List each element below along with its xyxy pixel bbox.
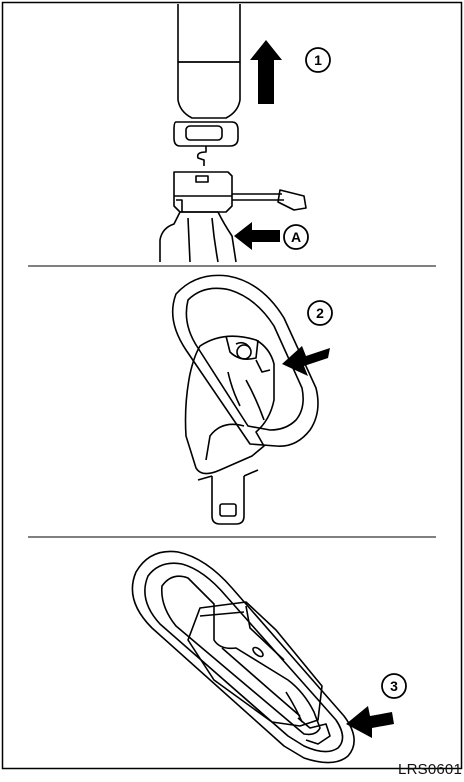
belt-strap [178,4,240,62]
anchor-tongue-body [186,336,275,473]
arrow-part-a [234,222,280,250]
figure-code-label: LRS0601 [398,761,462,778]
stowage-bezel-outer [132,551,354,762]
anchor-stowage-panel [132,551,354,762]
callout-part-a: A [284,225,308,249]
callout-step1-label: 1 [314,52,322,68]
strap-taper [178,62,240,118]
arrow-step1 [250,40,282,104]
arrow-step2 [282,346,330,376]
callout-step2-label: 2 [316,305,324,321]
stowage-bezel-inner [145,563,343,751]
callout-step3: 3 [382,674,406,698]
callout-step2: 2 [308,301,332,325]
tongue-hook [198,146,206,166]
buckle-base [160,212,236,262]
callout-step1: 1 [306,48,330,72]
callout-part-a-label: A [291,229,301,245]
buckle-release-panel [160,4,306,262]
anchor-release-panel [173,275,318,524]
callout-step3-label: 3 [390,678,398,694]
